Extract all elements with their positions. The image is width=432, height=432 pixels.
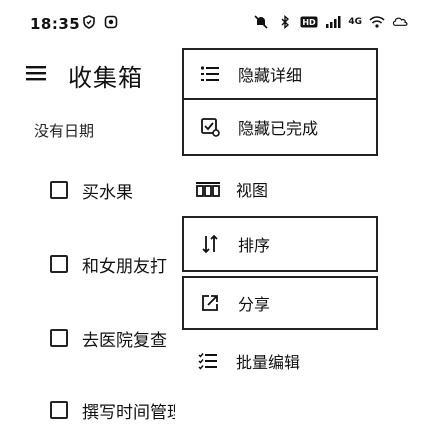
menu-item-batch-edit[interactable]: 批量编辑 xyxy=(182,334,378,388)
hamburger-menu-icon[interactable] xyxy=(26,64,46,82)
status-bar: 18:35 HD 4G xyxy=(0,0,432,40)
task-checkbox[interactable] xyxy=(50,329,68,347)
sort-icon xyxy=(196,233,224,255)
menu-item-label: 分享 xyxy=(238,295,271,314)
hd-icon: HD xyxy=(300,14,318,30)
menu-item-label: 隐藏详细 xyxy=(238,66,303,85)
mute-icon xyxy=(252,14,270,30)
menu-item-label: 视图 xyxy=(236,181,269,200)
menu-item-hide-completed[interactable]: 隐藏已完成 xyxy=(182,100,378,156)
bluetooth-icon xyxy=(276,14,294,30)
menu-item-hide-details[interactable]: 隐藏详细 xyxy=(182,48,378,100)
task-item[interactable]: 买水果 xyxy=(50,178,133,203)
page-title: 收集箱 xyxy=(68,64,143,92)
menu-item-label: 排序 xyxy=(238,236,271,255)
app-notification-icon xyxy=(102,14,120,30)
signal-icon xyxy=(324,14,342,30)
task-checkbox[interactable] xyxy=(50,401,68,419)
task-label: 去医院复查 xyxy=(82,330,167,351)
network-type: 4G xyxy=(348,17,362,27)
menu-item-label: 隐藏已完成 xyxy=(238,119,319,138)
task-label: 买水果 xyxy=(82,182,133,203)
task-checkbox[interactable] xyxy=(50,181,68,199)
task-label: 和女朋友打 xyxy=(82,256,167,277)
svg-text:HD: HD xyxy=(303,18,317,27)
section-header: 没有日期 xyxy=(34,122,95,140)
list-details-icon xyxy=(196,63,224,85)
menu-item-view[interactable]: 视图 xyxy=(182,162,378,216)
status-time: 18:35 xyxy=(30,15,81,33)
shield-icon xyxy=(80,14,98,30)
battery-icon xyxy=(392,14,410,30)
checklist-done-icon xyxy=(196,116,224,138)
options-menu xyxy=(175,40,432,432)
task-checkbox[interactable] xyxy=(50,255,68,273)
wifi-icon xyxy=(368,14,386,30)
task-item[interactable]: 去医院复查 xyxy=(50,326,167,351)
batch-edit-icon xyxy=(194,350,222,372)
share-icon xyxy=(196,292,224,314)
task-item[interactable]: 和女朋友打 xyxy=(50,252,167,277)
menu-item-share[interactable]: 分享 xyxy=(182,276,378,330)
menu-item-label: 批量编辑 xyxy=(236,353,301,372)
menu-item-sort[interactable]: 排序 xyxy=(182,216,378,272)
view-icon xyxy=(194,178,222,200)
